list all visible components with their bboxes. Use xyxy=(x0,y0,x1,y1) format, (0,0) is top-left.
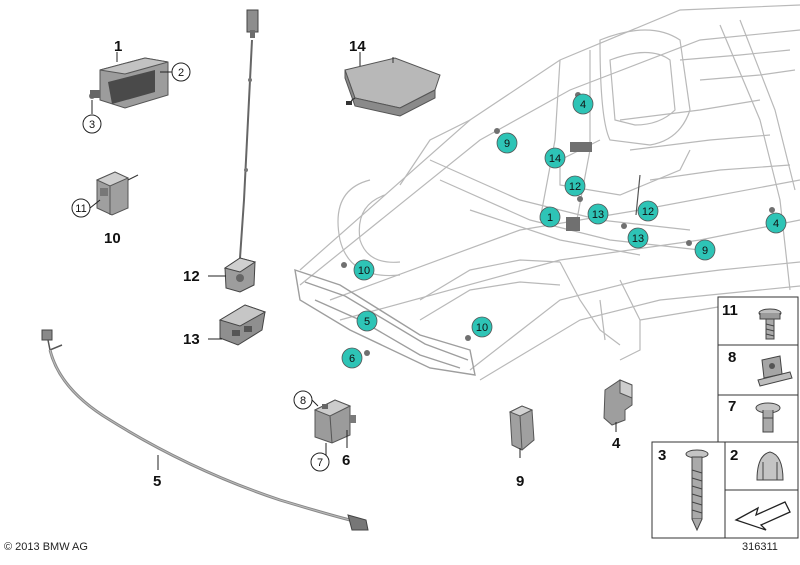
svg-text:9: 9 xyxy=(702,245,708,257)
callout-13-a: 13 xyxy=(587,203,609,225)
callout-9-b: 9 xyxy=(694,239,716,261)
svg-text:10: 10 xyxy=(358,265,370,277)
svg-text:8: 8 xyxy=(300,395,306,407)
leader-lines xyxy=(89,52,617,470)
copyright-text: © 2013 BMW AG xyxy=(4,541,88,553)
sensor-wire xyxy=(635,174,641,216)
callout-8-white: 8 xyxy=(293,390,313,410)
label-9: 9 xyxy=(516,473,524,490)
callout-3-white: 3 xyxy=(82,114,102,134)
part-5-cable xyxy=(41,329,369,531)
callout-9-a: 9 xyxy=(496,132,518,154)
white-callouts: 2 3 11 8 7 xyxy=(71,62,330,472)
svg-text:12: 12 xyxy=(642,206,654,218)
svg-text:13: 13 xyxy=(632,233,644,245)
screw-11-icon xyxy=(758,308,782,340)
callout-10-a: 10 xyxy=(353,259,375,281)
svg-text:12: 12 xyxy=(569,181,581,193)
label-10: 10 xyxy=(104,230,121,247)
part-12-level-sensor xyxy=(223,9,259,293)
part-9-sensor xyxy=(508,405,535,451)
part-1-control-unit xyxy=(89,57,169,109)
callout-1-body: 1 xyxy=(539,206,561,228)
part-6-control-box xyxy=(313,399,356,444)
callout-7-white: 7 xyxy=(310,452,330,472)
legend-label-11: 11 xyxy=(722,302,738,319)
fastener-legend: 11 8 7 3 2 xyxy=(651,296,799,539)
svg-text:3: 3 xyxy=(89,119,95,131)
legend-label-2: 2 xyxy=(730,447,738,464)
callout-10-b: 10 xyxy=(471,316,493,338)
svg-text:10: 10 xyxy=(476,322,488,334)
svg-text:6: 6 xyxy=(349,353,355,365)
rivet-7-icon xyxy=(755,402,781,433)
part-number-labels: 1 10 14 12 13 5 6 9 4 xyxy=(104,38,621,490)
teal-callouts: 4 9 14 12 1 13 12 13 xyxy=(341,93,787,369)
callout-13-b: 13 xyxy=(627,227,649,249)
svg-text:9: 9 xyxy=(504,138,510,150)
clip-nut-8-icon xyxy=(757,355,793,387)
callout-4-right: 4 xyxy=(765,212,787,234)
svg-text:5: 5 xyxy=(364,316,370,328)
svg-text:2: 2 xyxy=(178,67,184,79)
label-14: 14 xyxy=(349,38,366,55)
callout-12-a: 12 xyxy=(564,175,586,197)
screw-3-icon xyxy=(685,449,709,532)
svg-text:1: 1 xyxy=(547,212,553,224)
part-10-sensor xyxy=(95,171,139,216)
part-13-bracket xyxy=(218,304,267,346)
part-14-insulation-mat xyxy=(344,57,441,117)
label-12: 12 xyxy=(183,268,200,285)
label-6: 6 xyxy=(342,452,350,469)
svg-text:13: 13 xyxy=(592,209,604,221)
callout-14-body: 14 xyxy=(544,147,566,169)
callout-6-body: 6 xyxy=(341,347,363,369)
front-bumper-beam xyxy=(294,268,476,376)
svg-text:14: 14 xyxy=(549,153,561,165)
body-mounted-parts xyxy=(341,92,775,356)
label-1: 1 xyxy=(114,38,122,55)
svg-text:11: 11 xyxy=(75,203,86,215)
callout-11-white: 11 xyxy=(71,198,91,218)
label-5: 5 xyxy=(153,473,161,490)
svg-text:4: 4 xyxy=(773,218,779,230)
arrow-icon xyxy=(734,501,791,531)
legend-label-3: 3 xyxy=(658,447,666,464)
svg-text:7: 7 xyxy=(317,457,323,469)
callout-5-body: 5 xyxy=(356,310,378,332)
callout-4-top: 4 xyxy=(572,93,594,115)
svg-text:4: 4 xyxy=(580,99,586,111)
callout-12-b: 12 xyxy=(637,200,659,222)
cap-nut-2-icon xyxy=(756,451,784,481)
label-4: 4 xyxy=(612,435,621,452)
label-13: 13 xyxy=(183,331,200,348)
part-4-bracket xyxy=(603,379,633,426)
legend-label-8: 8 xyxy=(728,349,736,366)
legend-label-7: 7 xyxy=(728,398,736,415)
callout-2-white: 2 xyxy=(171,62,191,82)
diagram-id-text: 316311 xyxy=(742,541,778,553)
